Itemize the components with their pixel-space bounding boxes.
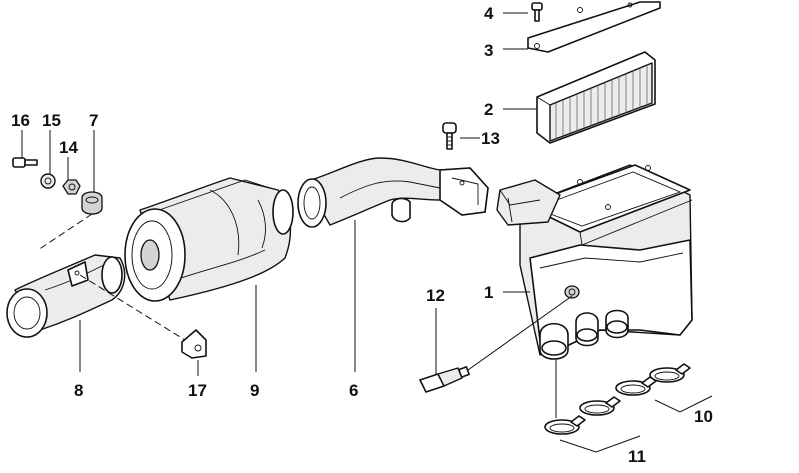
grommet-part-9 — [81, 191, 103, 215]
washer-part-15 — [40, 173, 56, 189]
callout-6: 6 — [349, 381, 358, 400]
silencer-part-8 — [124, 177, 294, 302]
leader-11 — [559, 435, 641, 453]
callout-11: 11 — [628, 447, 646, 466]
leader-10 — [654, 395, 713, 413]
callout-10: 10 — [694, 407, 713, 426]
filter-housing-part-1 — [496, 164, 693, 360]
clamps-part-10 — [615, 363, 691, 396]
inlet-hose-part-7 — [6, 254, 126, 338]
filter-element-part-2 — [536, 51, 656, 144]
callout-1: 1 — [484, 283, 493, 302]
callout-2: 2 — [484, 100, 493, 119]
nut-part-14 — [62, 179, 81, 195]
callout-7: 8 — [74, 381, 83, 400]
callout-14: 14 — [59, 138, 78, 157]
clamps-part-11 — [544, 396, 621, 435]
screw-part-4 — [531, 2, 543, 22]
callout-16: 16 — [11, 111, 30, 130]
clip-part-17 — [181, 329, 207, 359]
line-12-to-1 — [467, 295, 573, 371]
dashed-line-7-17 — [79, 274, 186, 341]
callout-15: 15 — [42, 111, 61, 130]
screw-part-16 — [12, 157, 38, 168]
dashed-line-9-7 — [37, 213, 93, 251]
cover-plate-part-3 — [527, 1, 661, 53]
intake-duct-part-6 — [297, 157, 489, 228]
callout-4: 4 — [484, 4, 494, 23]
bolt-part-13 — [442, 122, 457, 150]
callout-8: 9 — [250, 381, 259, 400]
callout-3: 3 — [484, 41, 493, 60]
sensor-part-12 — [419, 366, 470, 393]
callout-17: 17 — [188, 381, 207, 400]
callout-9: 7 — [89, 111, 98, 130]
callout-12: 12 — [426, 286, 445, 305]
callout-13: 13 — [481, 129, 500, 148]
